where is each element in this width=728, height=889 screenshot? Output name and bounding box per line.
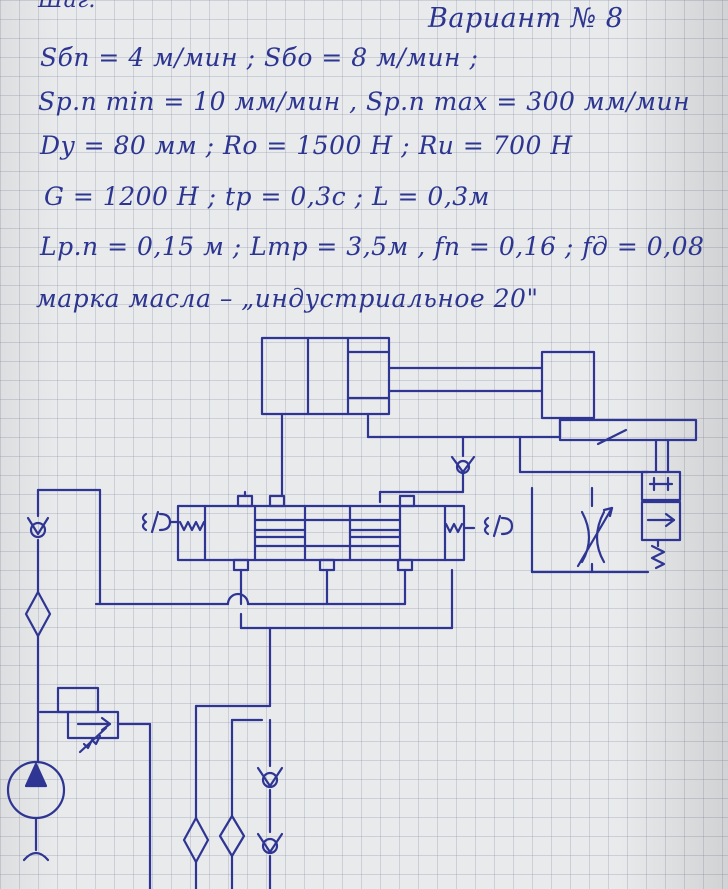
directional-valve bbox=[176, 494, 466, 572]
param-line-2: Sр.п min = 10 мм/мин , Sр.п max = 300 мм… bbox=[38, 87, 691, 116]
solenoid-right bbox=[462, 514, 514, 538]
valve-lower-lines bbox=[94, 568, 454, 708]
lower-bank bbox=[182, 704, 284, 889]
relief-valve bbox=[38, 686, 152, 889]
sequence-valve bbox=[640, 438, 682, 570]
cylinder-lines bbox=[243, 412, 284, 498]
work-table bbox=[366, 412, 698, 446]
pump-icon bbox=[6, 760, 66, 862]
top-fragment-text: Шаг: bbox=[38, 0, 97, 13]
hydraulic-cylinder bbox=[260, 336, 596, 420]
solenoid-left bbox=[141, 510, 180, 534]
param-line-4: G = 1200 Н ; tр = 0,3с ; L = 0,3м bbox=[44, 182, 490, 211]
throttle-valve bbox=[518, 435, 650, 574]
filter-icon bbox=[24, 590, 52, 638]
param-line-1: Sбп = 4 м/мин ; Sбо = 8 м/мин ; bbox=[40, 43, 479, 72]
left-supply-line bbox=[24, 488, 102, 764]
oil-grade-line: марка масла – „индустриальное 20" bbox=[36, 284, 539, 313]
param-line-5: Lр.п = 0,15 м ; Lтр = 3,5м , fп = 0,16 ;… bbox=[40, 232, 705, 261]
variant-title: Вариант № 8 bbox=[428, 3, 624, 34]
param-line-3: Dy = 80 мм ; Ro = 1500 Н ; Rи = 700 Н bbox=[40, 131, 573, 160]
check-valve-upper bbox=[378, 435, 476, 504]
